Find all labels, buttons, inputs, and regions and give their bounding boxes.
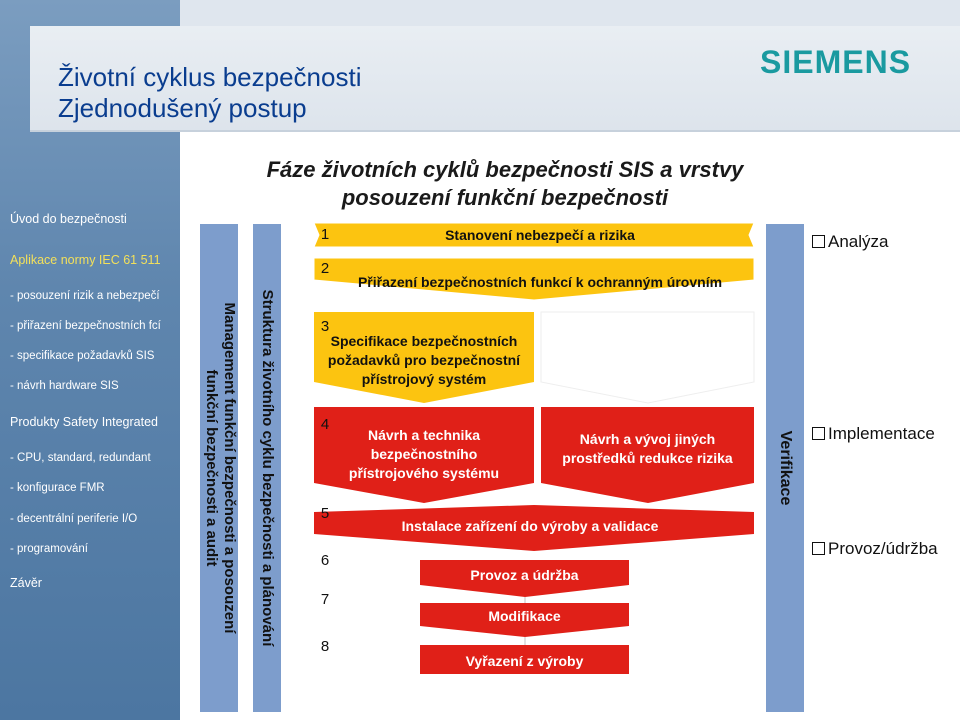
step-3-shape (314, 312, 534, 403)
sidebar-item-aplikace-normy[interactable]: Aplikace normy IEC 61 511 (10, 253, 161, 267)
sidebar-item-programovani[interactable]: - programování (10, 543, 88, 555)
phase-analyza: Analýza (812, 232, 888, 252)
phase-provoz-udrzba-label: Provoz/údržba (828, 539, 938, 558)
step-6-label: Provoz a údržba (470, 567, 579, 583)
diagram-title-line1: Fáze životních cyklů bezpečnosti SIS a v… (266, 157, 744, 182)
step-7-label: Modifikace (488, 608, 561, 624)
diagram-title: Fáze životních cyklů bezpečnosti SIS a v… (190, 156, 820, 212)
step-3-label-line2: požadavků pro bezpečnostní (327, 352, 521, 368)
header-panel (30, 26, 960, 130)
step-8-label: Vyřazení z výroby (465, 653, 584, 669)
sidebar-item-cpu[interactable]: - CPU, standard, redundant (10, 452, 151, 464)
sidebar-item-navrh-hardware[interactable]: - návrh hardware SIS (10, 380, 119, 392)
step-3-side-shape (540, 311, 755, 404)
checkbox-icon (812, 427, 825, 440)
sidebar-item-produkty[interactable]: Produkty Safety Integrated (10, 415, 159, 429)
step-4-side-label-line2: prostředků redukce rizika (562, 450, 733, 466)
step-4-label-line1: Návrh a technika (367, 427, 481, 443)
step-7-number: 7 (320, 591, 330, 608)
step-8-number: 8 (320, 638, 330, 655)
siemens-logo: SIEMENS (760, 44, 912, 80)
step-4-label: Návrh a technika bezpečnostního přístroj… (314, 426, 534, 483)
step-4-label-line3: přístrojového systému (348, 465, 500, 481)
step-3-label: Specifikace bezpečnostních požadavků pro… (314, 332, 534, 389)
header-divider (30, 130, 960, 132)
sidebar-item-uvod[interactable]: Úvod do bezpečnosti (10, 212, 127, 226)
step-5-label: Instalace zařízení do výroby a validace (401, 518, 659, 534)
phase-provoz-udrzba: Provoz/údržba (812, 539, 938, 559)
sidebar-item-posouzeni-rizik[interactable]: - posouzení rizik a nebezpečí (10, 290, 160, 302)
step-3-number: 3 (320, 318, 330, 335)
step-1-number: 1 (320, 226, 330, 243)
step-8-shape (420, 645, 629, 674)
page-subtitle: Zjednodušený postup (58, 93, 307, 123)
step-2-label: Přiřazení bezpečnostních funkcí k ochran… (357, 274, 723, 290)
structure-bar (253, 224, 281, 712)
step-7-shape (420, 603, 629, 637)
step-6-number: 6 (320, 552, 330, 569)
management-bar (200, 224, 238, 712)
sidebar-item-periferie[interactable]: - decentrální periferie I/O (10, 513, 138, 525)
checkbox-icon (812, 542, 825, 555)
step-3-label-line3: přístrojový systém (361, 371, 487, 387)
diagram-title-line2: posouzení funkční bezpečnosti (341, 185, 669, 210)
step-1-shape (313, 222, 755, 248)
step-2-number: 2 (320, 260, 330, 277)
step-4-number: 4 (320, 416, 330, 433)
step-1-label: Stanovení nebezpečí a rizika (445, 227, 635, 243)
step-5-number: 5 (320, 505, 330, 522)
step-4-shape (314, 407, 534, 503)
sidebar-item-specifikace-sis[interactable]: - specifikace požadavků SIS (10, 350, 155, 362)
step-4-side-shape (541, 407, 754, 503)
phase-implementace-label: Implementace (828, 424, 935, 443)
phase-implementace: Implementace (812, 424, 935, 444)
phase-analyza-label: Analýza (828, 232, 889, 251)
verification-bar (766, 224, 804, 712)
step-4-label-line2: bezpečnostního (370, 446, 478, 462)
step-6-shape (420, 560, 629, 597)
step-4-side-label-line1: Návrh a vývoj jiných (579, 431, 716, 447)
sidebar-item-fmr[interactable]: - konfigurace FMR (10, 482, 105, 494)
checkbox-icon (812, 235, 825, 248)
step-2-shape (313, 257, 755, 301)
page-title: Životní cyklus bezpečnosti (58, 62, 362, 92)
step-3-label-line1: Specifikace bezpečnostních (330, 333, 518, 349)
step-4-side-label: Návrh a vývoj jiných prostředků redukce … (541, 430, 754, 468)
step-5-shape (314, 505, 754, 551)
header-band (180, 0, 960, 26)
sidebar-item-prirazeni-fci[interactable]: - přiřazení bezpečnostních fcí (10, 320, 161, 332)
sidebar-item-zaver[interactable]: Závěr (10, 576, 42, 590)
